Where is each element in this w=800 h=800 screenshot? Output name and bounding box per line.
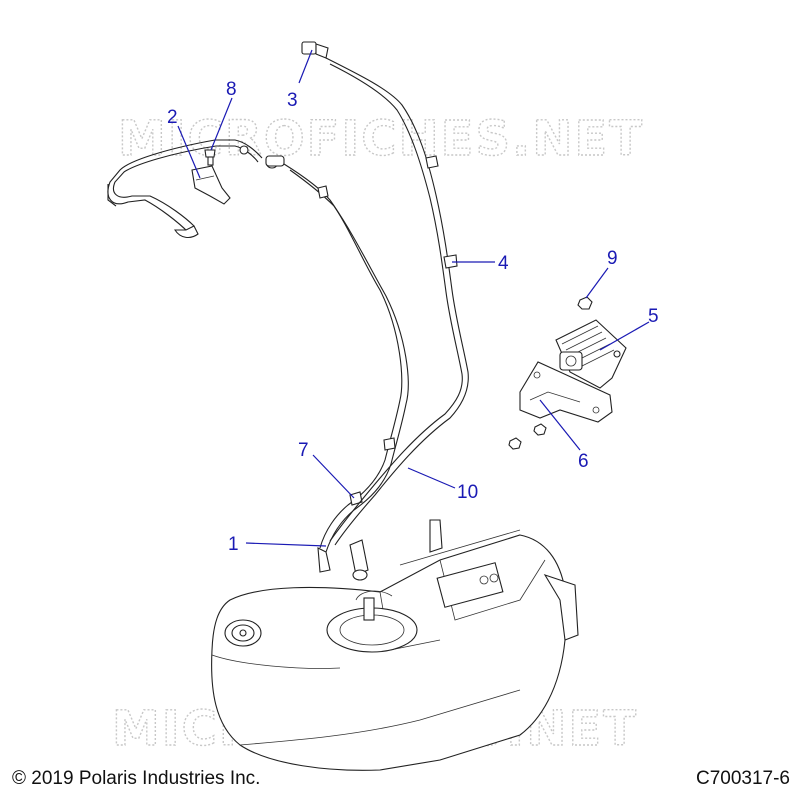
watermark-top: MICROFICHES.NET: [118, 111, 644, 167]
vent-fitting: [301, 41, 329, 59]
fuel-tank: [211, 519, 579, 771]
callout-9: 9: [607, 248, 618, 269]
callout-7: 7: [298, 440, 309, 461]
callouts: 8 2 3 4 5 9 6 7 10 1: [167, 79, 659, 555]
callout-1: 1: [228, 534, 239, 555]
bracket: [191, 165, 231, 205]
leader-lines: [177, 49, 650, 547]
push-rivet: [204, 149, 216, 166]
vent-hose-front: [107, 139, 285, 239]
callout-2: 2: [167, 107, 178, 128]
callout-6: 6: [578, 451, 589, 472]
callout-8: 8: [226, 79, 237, 100]
diagram-id: C700317-6: [695, 768, 790, 789]
control-module: [555, 319, 627, 389]
vent-hose-rear: [325, 57, 469, 546]
copyright-text: © 2019 Polaris Industries Inc.: [12, 768, 261, 789]
vent-hose-main: [283, 163, 409, 573]
nuts: [508, 296, 593, 450]
callout-4: 4: [498, 253, 509, 274]
callout-5: 5: [648, 306, 659, 327]
callout-10: 10: [457, 482, 478, 503]
mounting-plate: [519, 361, 613, 423]
callout-3: 3: [287, 90, 298, 111]
